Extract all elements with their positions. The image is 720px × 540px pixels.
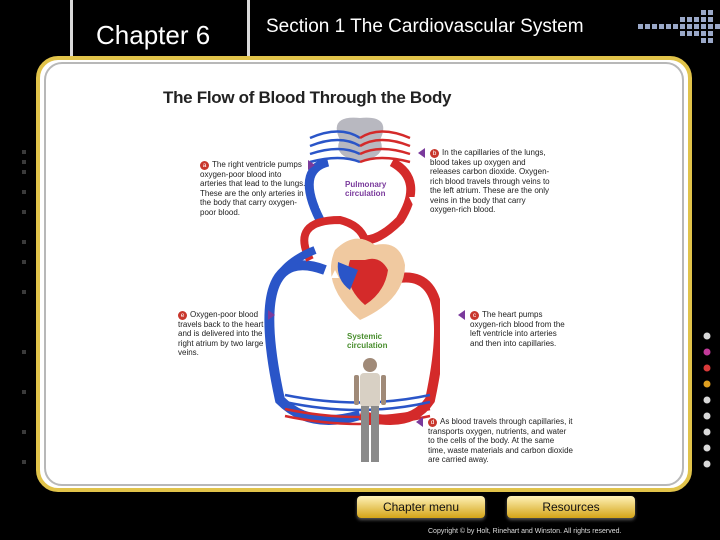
pointer-arrow-icon [458,310,465,320]
decorative-dots-top [638,10,720,43]
circulation-diagram [264,117,440,462]
section-title: Section 1 The Cardiovascular System [266,16,584,37]
person-illustration [354,358,386,462]
content-frame-inner [44,62,684,486]
decorative-dots-right [703,332,711,468]
note-text: As blood travels through capillaries, it… [428,417,573,465]
note-badge: c [470,311,479,320]
decorative-dots-left [22,150,26,464]
note-badge: e [178,311,187,320]
note-text: The right ventricle pumps oxygen-poor bl… [200,160,306,217]
note-text: The heart pumps oxygen-rich blood from t… [470,310,565,348]
chapter-menu-button[interactable]: Chapter menu [357,496,485,518]
note-badge: d [428,418,437,427]
pointer-arrow-icon [268,310,275,320]
pulmonary-circulation-label: Pulmonary circulation [345,180,387,198]
note-text: In the capillaries of the lungs, blood t… [430,148,550,215]
pointer-arrow-icon [308,160,315,170]
systemic-circulation-label: Systemic circulation [347,332,388,350]
figure-title: The Flow of Blood Through the Body [163,88,452,107]
copyright-notice: Copyright © by Holt, Rinehart and Winsto… [428,528,622,535]
pointer-arrow-icon [418,148,425,158]
note-text: Oxygen-poor blood travels back to the he… [178,310,264,358]
heart-illustration [330,238,405,320]
lungs-illustration [309,117,411,164]
pointer-arrow-icon [416,417,423,427]
chapter-title: Chapter 6 [96,20,211,50]
resources-button[interactable]: Resources [507,496,635,518]
note-badge: b [430,149,439,158]
note-badge: a [200,161,209,170]
